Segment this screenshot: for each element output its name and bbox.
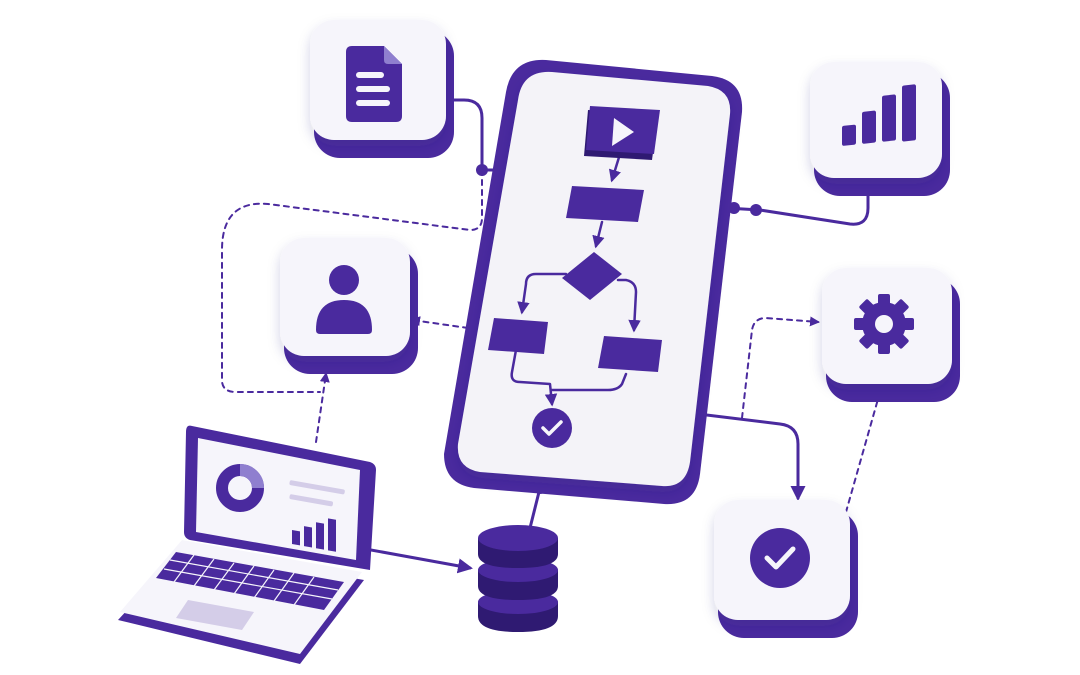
chart-tile	[810, 62, 950, 196]
laptop	[118, 425, 376, 664]
workflow-phone	[444, 59, 743, 505]
connector-settings-approval	[845, 391, 881, 513]
screen-line	[289, 494, 334, 507]
flowchart	[488, 106, 662, 448]
user-tile	[280, 238, 418, 374]
keyboard-grid	[163, 554, 339, 606]
connector-approval-settings	[741, 316, 820, 419]
check-circle-icon	[532, 408, 572, 448]
connector-phone-database	[528, 486, 542, 530]
decision-diamond	[562, 252, 622, 300]
trackpad	[176, 600, 254, 630]
gear-icon	[854, 294, 914, 354]
process-block	[566, 186, 644, 222]
mini-bar-chart-icon	[292, 518, 336, 552]
bar-chart-icon	[842, 84, 916, 146]
connector-dot	[750, 204, 762, 216]
connector-phone-user	[410, 316, 469, 329]
check-circle-icon	[750, 528, 810, 588]
database-icon	[478, 525, 558, 632]
play-icon	[584, 106, 660, 160]
branch-left	[488, 318, 548, 354]
user-icon	[316, 265, 372, 334]
connector-phone-document	[430, 98, 510, 172]
database	[478, 525, 558, 632]
connector-laptop-user	[315, 372, 330, 443]
screen-line	[289, 480, 345, 495]
donut-chart-icon	[216, 464, 264, 512]
connector-phone-approval	[680, 410, 806, 501]
connector-phone-chart	[724, 180, 870, 226]
laptop-icon	[118, 425, 376, 664]
connector-laptop-database	[358, 546, 473, 574]
branch-right	[598, 336, 662, 372]
document-icon	[346, 46, 402, 122]
approval-tile	[714, 500, 858, 638]
document-tile	[310, 20, 454, 158]
settings-tile	[822, 268, 960, 402]
